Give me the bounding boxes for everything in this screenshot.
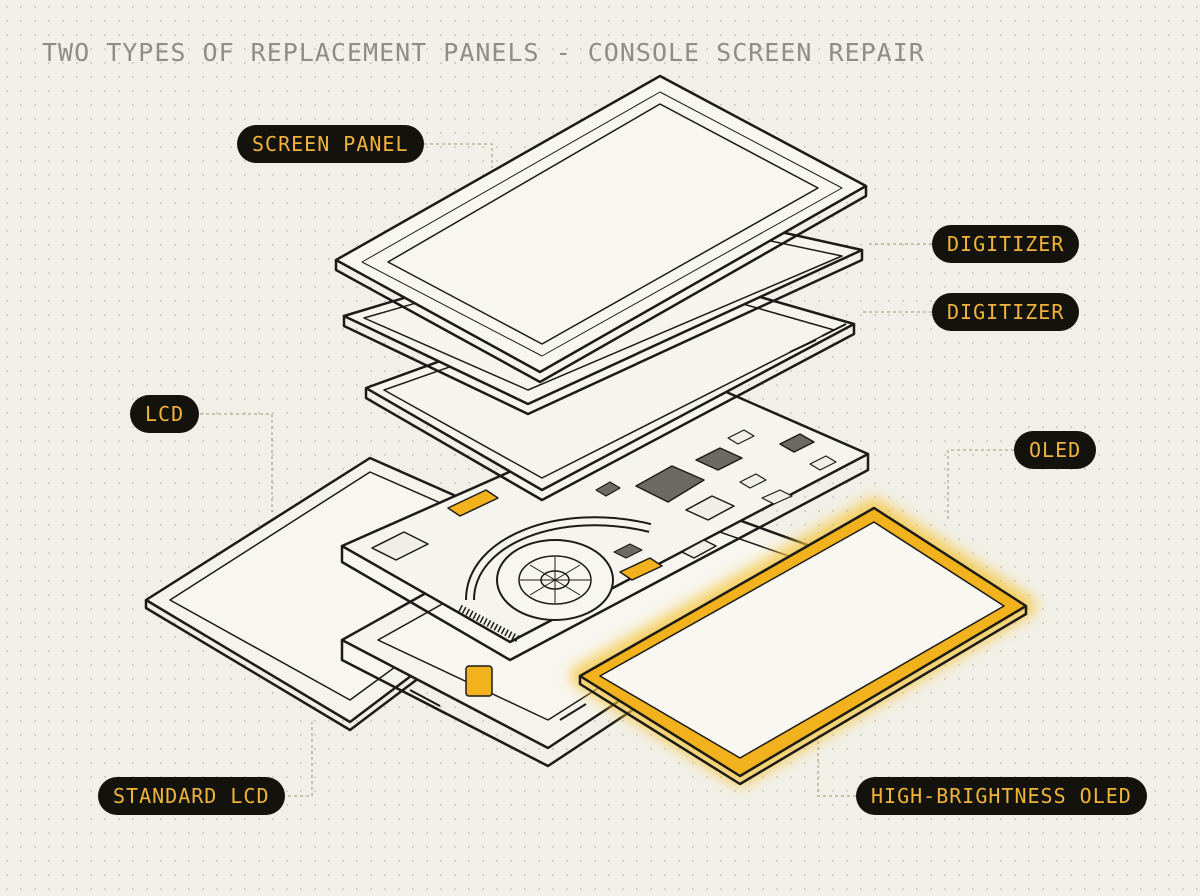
leader-oled (947, 449, 1014, 520)
label-digitizer-top: DIGITIZER (932, 225, 1080, 263)
leader-lines (200, 143, 1014, 797)
page-title: TWO TYPES OF REPLACEMENT PANELS - CONSOL… (42, 38, 925, 67)
leader-high-brightness-oled (817, 730, 856, 797)
label-standard-lcd: STANDARD LCD (98, 777, 285, 815)
high-brightness-oled-panel (570, 498, 1036, 786)
main-board (340, 382, 870, 662)
screen-panel-layer (334, 74, 868, 384)
label-lcd: LCD (130, 395, 200, 433)
leader-screen-panel (418, 143, 493, 168)
label-high-brightness-oled: HIGH-BRIGHTNESS OLED (856, 777, 1147, 815)
label-digitizer-bottom: DIGITIZER (932, 293, 1080, 331)
leader-standard-lcd (276, 722, 313, 797)
label-oled: OLED (1014, 431, 1097, 469)
leader-lcd (200, 413, 273, 512)
label-screen-panel: SCREEN PANEL (237, 125, 424, 163)
